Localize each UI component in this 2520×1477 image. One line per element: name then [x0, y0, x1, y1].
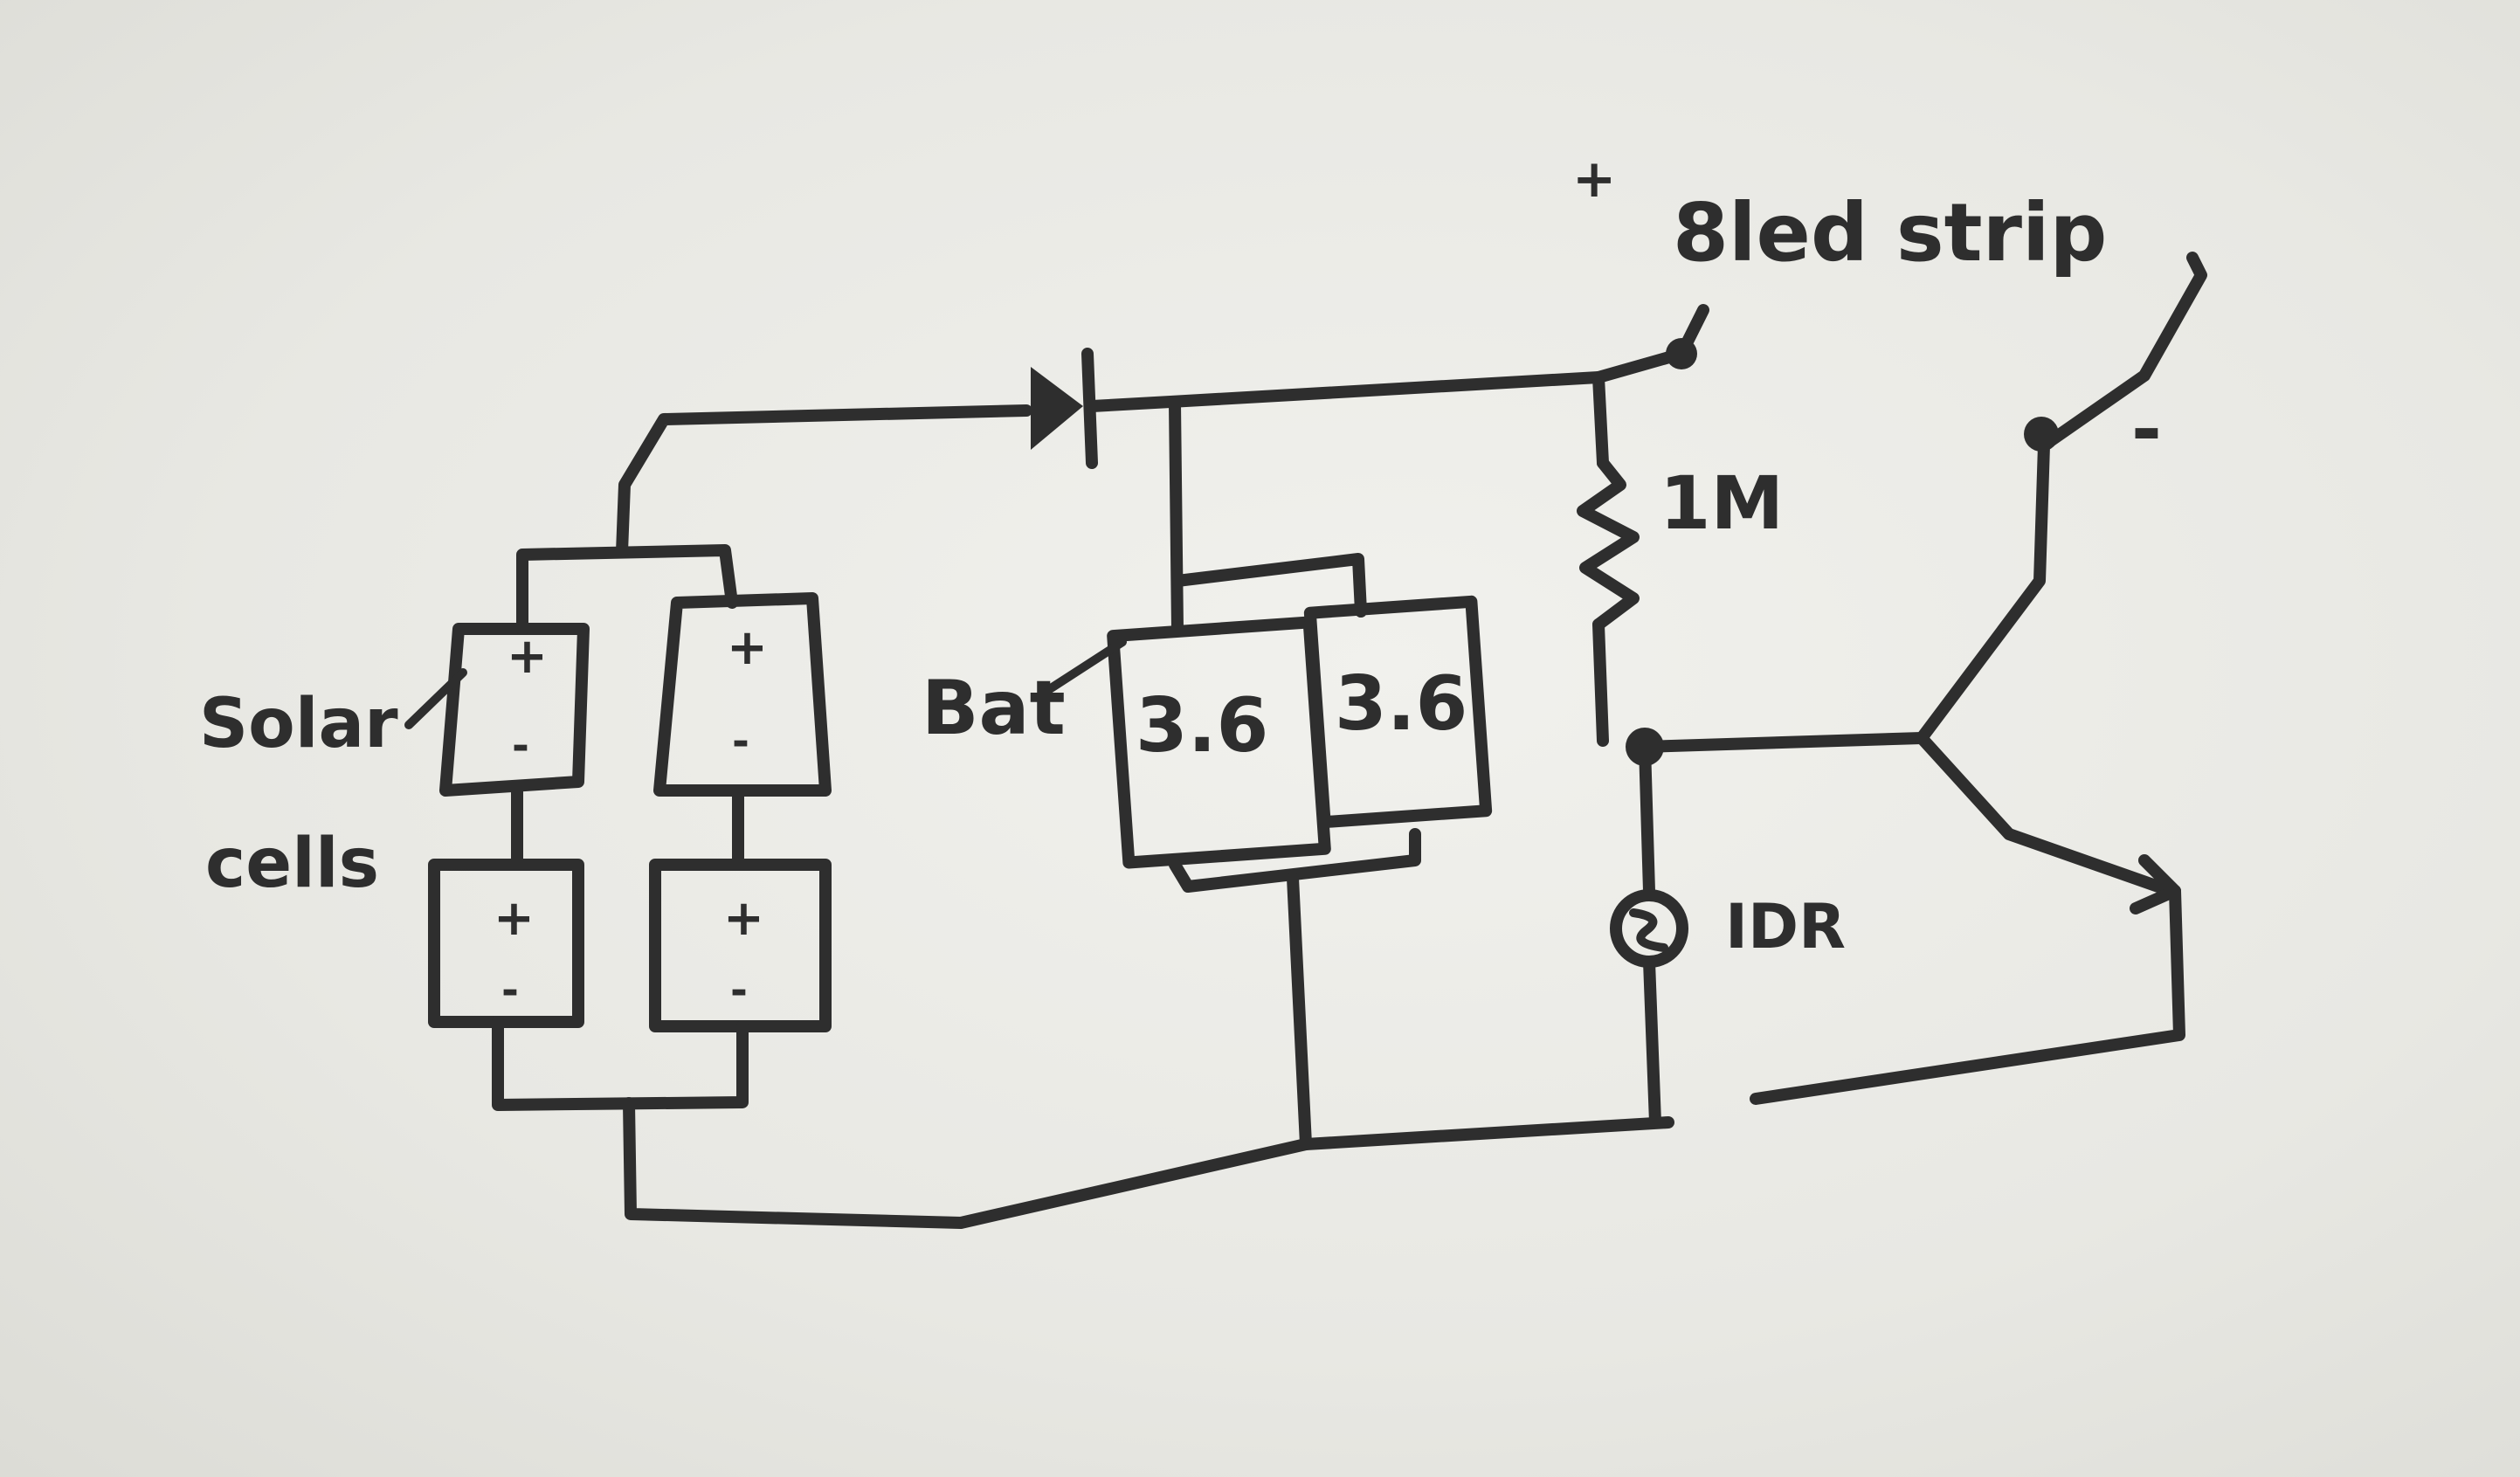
diode-symbol: [1031, 348, 1605, 469]
resistor-value-label: 1M: [1660, 460, 1784, 546]
transistor-collector: [1916, 439, 2050, 744]
led-positive-terminal: [1666, 338, 1697, 369]
ldr-top-lead: [1639, 741, 1655, 897]
battery-cell-right: [1303, 595, 1493, 829]
solar-bottom-bus: [492, 1016, 749, 1111]
battery-top-link: [1171, 553, 1367, 618]
cell-minus-mark-3: -: [501, 966, 519, 1015]
cell-plus-mark-4: +: [723, 890, 764, 947]
battery-bottom-link: [1169, 828, 1421, 893]
led-strip-connection: + 8led strip -: [1572, 148, 2207, 472]
solar-ground-wire: [623, 1097, 1674, 1229]
solar-cells-label-line1: Solar: [199, 685, 398, 763]
battery-ground-wire: [1287, 872, 1312, 1150]
transistor-symbol: [1750, 439, 2185, 1105]
led-negative-wire: [2038, 252, 2207, 452]
led-strip-label: 8led strip: [1673, 186, 2107, 280]
ldr-bottom-lead: [1643, 956, 1661, 1128]
cell-minus-mark-2: -: [732, 717, 749, 766]
battery-label-pointer: [1044, 638, 1127, 694]
solar-cells-label-line2: cells: [205, 825, 379, 903]
solar-cell-bottom-left: [428, 859, 584, 1028]
battery-positive-drop: [1169, 397, 1184, 635]
cell-minus-mark-4: -: [730, 966, 748, 1015]
cell-plus-mark-3: +: [494, 890, 535, 947]
battery-cell-left-value: 3.6: [1136, 682, 1268, 770]
ldr-label: IDR: [1725, 891, 1846, 963]
led-negative-terminal: [2024, 417, 2059, 452]
transistor-emitter: [1916, 732, 2177, 897]
cell-plus-mark-1: +: [507, 628, 548, 685]
battery-label: Bat: [922, 665, 1066, 752]
solar-label-pointer: [404, 668, 467, 729]
resistor-bottom-lead: [1592, 618, 1609, 747]
transistor-emitter-ground: [1750, 885, 2185, 1105]
battery-cell-right-value: 3.6: [1335, 660, 1467, 748]
cell-plus-mark-2: +: [727, 619, 768, 676]
led-plus-label: +: [1572, 148, 1616, 210]
solar-cell-array: + - + - + - + - Solar cells: [199, 404, 1674, 1229]
resistor-1m: 1M: [1577, 371, 1784, 747]
led-minus-label: -: [2131, 386, 2162, 472]
ldr-sensor: IDR: [1610, 741, 1846, 1128]
ldr-wave: [1629, 908, 1668, 952]
solar-cell-top-left: [439, 623, 590, 797]
solar-cell-top-right: [653, 592, 832, 797]
battery-pack: 3.6 3.6 Bat: [922, 397, 1493, 1150]
positive-rail: [1086, 371, 1605, 412]
solar-to-diode-wire: [616, 404, 1032, 558]
solar-top-bus: [516, 544, 738, 635]
diode-triangle: [1031, 367, 1083, 450]
resistor-top-lead: [1592, 371, 1609, 469]
resistor-zigzag: [1577, 457, 1640, 631]
cell-minus-mark-1: -: [512, 721, 529, 770]
base-wire: [1639, 732, 1928, 753]
